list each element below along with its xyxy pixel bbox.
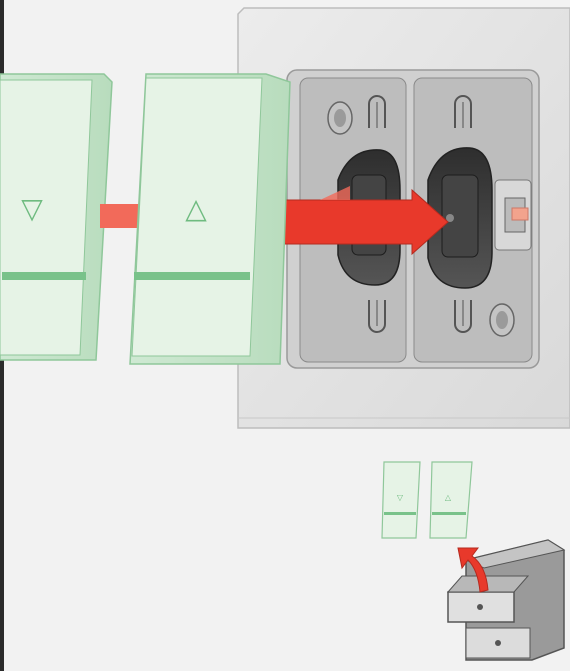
rocker-thumbnails: ▽ △ [382, 462, 472, 538]
connector-pin [495, 180, 531, 250]
thumb-rocker-up: △ [430, 462, 472, 538]
rocker-up: △ [130, 74, 290, 364]
screw-head-bottom [490, 304, 514, 336]
indicator-bar-center [134, 272, 250, 280]
svg-text:▽: ▽ [397, 493, 404, 502]
up-triangle-icon: △ [185, 192, 207, 225]
indicator-bar-left [2, 272, 86, 280]
rocker-down: ▽ [0, 74, 112, 360]
svg-text:△: △ [445, 493, 452, 502]
link-bar [100, 204, 140, 228]
thumb-rocker-down: ▽ [382, 462, 420, 538]
down-triangle-icon: ▽ [21, 192, 43, 225]
arrow-icon [282, 190, 448, 254]
screw-head-top [328, 102, 352, 134]
